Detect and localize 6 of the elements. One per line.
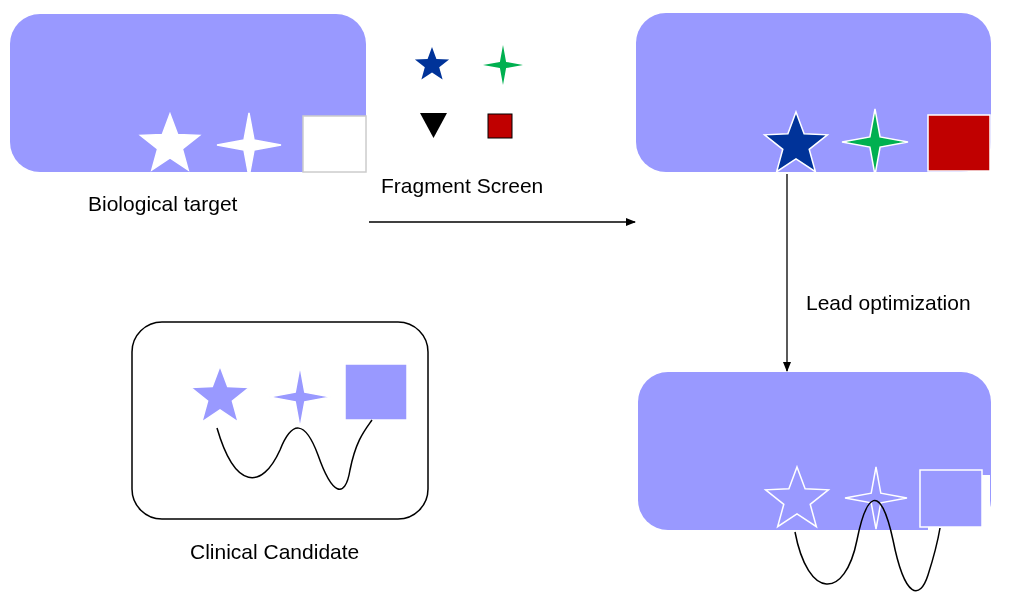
arrow bbox=[368, 218, 636, 226]
arrow bbox=[783, 173, 791, 372]
node-label: Biological target bbox=[88, 192, 238, 216]
edge-label: Lead optimization bbox=[806, 291, 971, 315]
node-label: Clinical Candidate bbox=[190, 540, 360, 564]
edge-label: Fragment Screen bbox=[381, 174, 544, 198]
